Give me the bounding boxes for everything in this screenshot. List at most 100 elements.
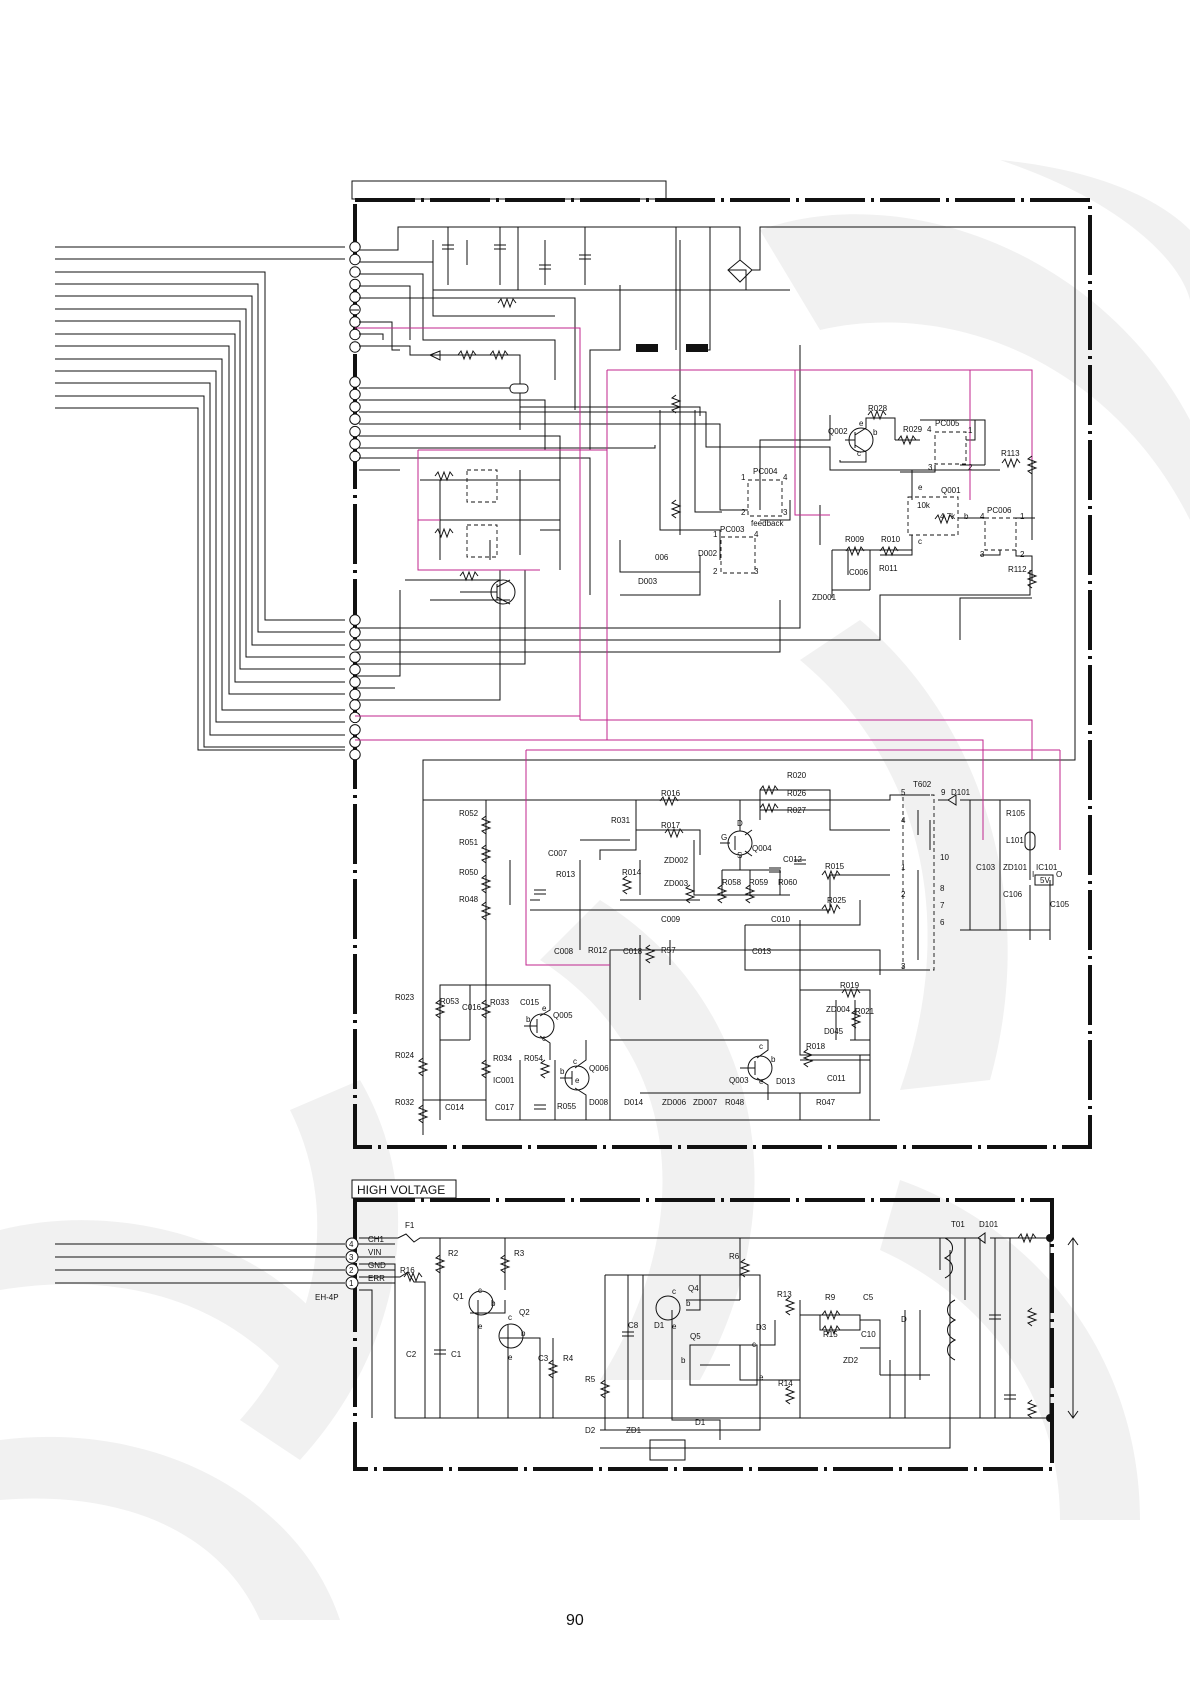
component-label: PC006: [987, 506, 1012, 515]
component-label: ZD1: [626, 1426, 642, 1435]
pin-name: VIN: [368, 1248, 382, 1257]
component-label: b: [686, 1299, 691, 1308]
component-label: 4.7k: [940, 512, 956, 521]
pin-number: 1: [349, 1279, 354, 1288]
component-label: C011: [827, 1074, 846, 1083]
component-label: c: [478, 1286, 482, 1295]
component-label: R047: [816, 1098, 836, 1107]
component-label: ZD001: [812, 593, 837, 602]
component-label: 2: [968, 463, 973, 472]
pin-number: 4: [349, 1240, 354, 1249]
component-label: C009: [661, 915, 681, 924]
component-label: e: [478, 1322, 483, 1331]
component-label: 4: [783, 473, 788, 482]
component-label: Q5: [690, 1332, 701, 1341]
component-label: IC001: [493, 1076, 515, 1085]
black-wiring: [350, 226, 1076, 1135]
component-label: e: [542, 1004, 547, 1013]
component-label: R053: [440, 997, 460, 1006]
component-label: c: [542, 1034, 546, 1043]
component-label: ZD007: [693, 1098, 718, 1107]
connector-pin: [349, 413, 361, 425]
connector-pin: [349, 425, 361, 438]
component-label: e: [575, 1076, 580, 1085]
component-label: e: [759, 1077, 764, 1086]
component-label: IC101: [1036, 863, 1058, 872]
component-label: e: [859, 419, 864, 428]
component-label: R3: [514, 1249, 525, 1258]
hv-wiring: [359, 1232, 1079, 1461]
component-label: R014: [622, 868, 642, 877]
component-label: c: [752, 1340, 756, 1349]
hv-frame: [353, 1198, 1054, 1471]
component-label: D: [737, 819, 743, 828]
component-label: R034: [493, 1054, 513, 1063]
component-label: R058: [722, 878, 742, 887]
component-label: C016: [462, 1003, 482, 1012]
component-label: C103: [976, 863, 996, 872]
component-label: F1: [405, 1221, 415, 1230]
connector-pin: [349, 711, 361, 724]
component-label: e: [508, 1353, 513, 1362]
connector-pin: [349, 663, 361, 676]
component-label: ZD004: [826, 1005, 851, 1014]
component-label: 3: [783, 508, 788, 517]
component-label: R13: [777, 1290, 792, 1299]
connector-label: EH-4P: [315, 1293, 339, 1302]
component-label: R025: [827, 896, 847, 905]
component-label: c: [508, 1313, 512, 1322]
component-label: C010: [771, 915, 791, 924]
components: [403, 244, 1038, 1419]
component-label: S: [737, 851, 742, 860]
component-label: b: [560, 1067, 565, 1076]
component-label: 1: [1020, 512, 1025, 521]
component-label: Q005: [553, 1011, 573, 1020]
component-label: b: [964, 512, 969, 521]
component-label: D002: [698, 549, 718, 558]
component-label: 10: [940, 853, 949, 862]
component-label: c: [573, 1057, 577, 1066]
connector-pin: [349, 376, 361, 388]
component-label: R015: [825, 862, 845, 871]
component-label: 6: [940, 918, 945, 927]
component-label: R14: [778, 1379, 793, 1388]
pin-number: 2: [349, 1266, 354, 1275]
pin-name: ERR: [368, 1274, 385, 1283]
component-label: R010: [881, 535, 901, 544]
component-label: e: [759, 1373, 764, 1382]
component-label: C1: [451, 1350, 462, 1359]
page-number: 90: [566, 1612, 584, 1629]
connector-pin: [349, 639, 361, 651]
component-label: b: [873, 428, 878, 437]
component-label: R029: [903, 425, 923, 434]
component-label: D101: [979, 1220, 999, 1229]
component-label: R028: [868, 404, 888, 413]
component-label: R4: [563, 1354, 574, 1363]
component-label: R021: [855, 1007, 875, 1016]
component-label: Q1: [453, 1292, 464, 1301]
component-label: C106: [1003, 890, 1023, 899]
component-label: ZD006: [662, 1098, 687, 1107]
component-label: L101: [1006, 836, 1024, 845]
component-label: D101: [951, 788, 971, 797]
component-label: c: [918, 537, 922, 546]
component-label: Q003: [729, 1076, 749, 1085]
component-label: 4: [901, 816, 906, 825]
component-label: R048: [725, 1098, 745, 1107]
component-label: R011: [879, 564, 898, 573]
component-label: ZD003: [664, 879, 689, 888]
component-label: R020: [787, 771, 807, 780]
component-label: 006: [655, 553, 669, 562]
component-label: R023: [395, 993, 415, 1002]
connector-pin: [349, 438, 361, 450]
component-label: R052: [459, 809, 479, 818]
component-label: R031: [611, 816, 631, 825]
component-label: R013: [556, 870, 576, 879]
component-label: R018: [806, 1042, 826, 1051]
component-label: R027: [787, 806, 807, 815]
connector-pin: [349, 341, 361, 353]
component-label: e: [672, 1322, 677, 1331]
connector-pin: [349, 388, 361, 401]
